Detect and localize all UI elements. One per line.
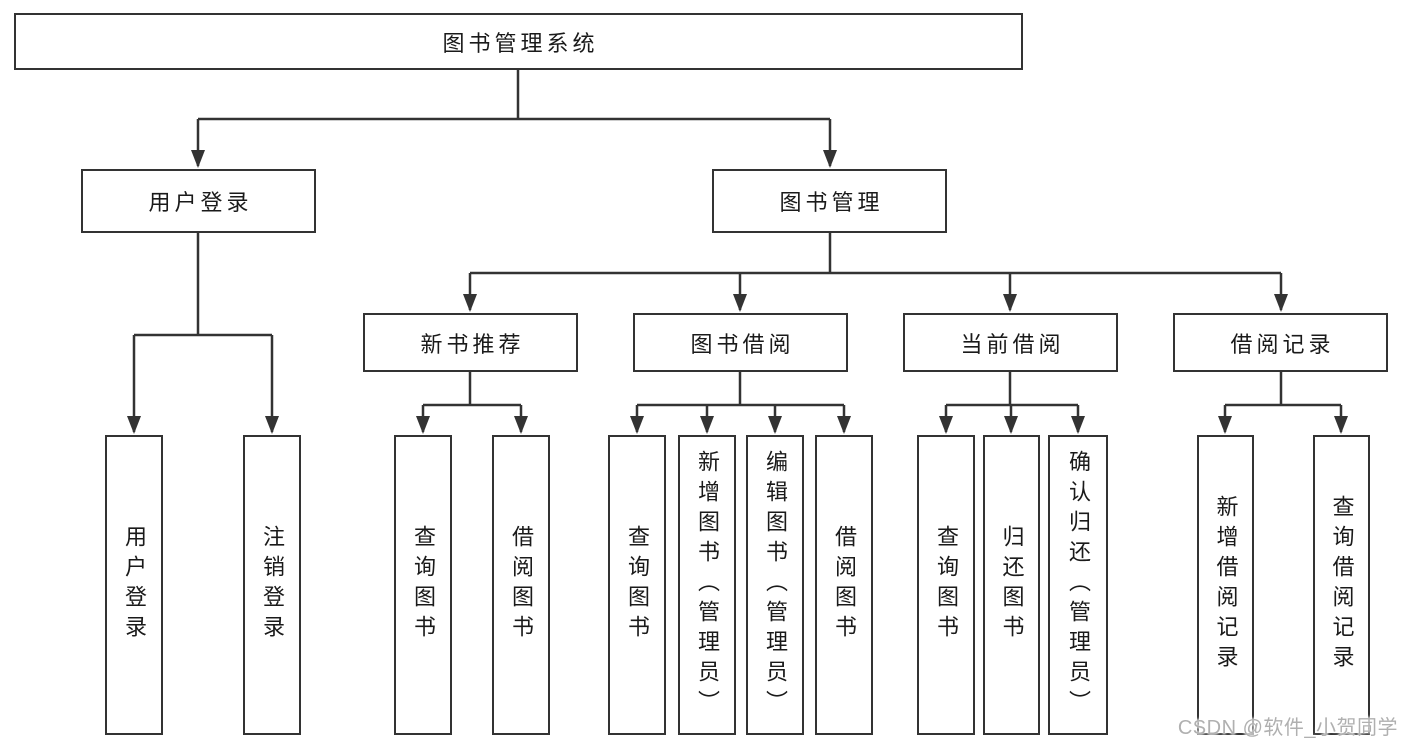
leaf-edit-book-admin-label: 编辑图书（管理员）	[763, 450, 788, 720]
node-new-book-recommend: 新书推荐	[363, 313, 578, 372]
leaf-borrow-books-recommend: 借阅图书	[492, 435, 550, 735]
leaf-query-borrow-record: 查询借阅记录	[1313, 435, 1370, 735]
leaf-user-login-label: 用户登录	[122, 525, 147, 645]
node-root: 图书管理系统	[14, 13, 1023, 70]
leaf-add-book-admin: 新增图书（管理员）	[678, 435, 736, 735]
leaf-add-borrow-record: 新增借阅记录	[1197, 435, 1254, 735]
node-borrow-records: 借阅记录	[1173, 313, 1388, 372]
leaf-edit-book-admin: 编辑图书（管理员）	[746, 435, 804, 735]
node-root-label: 图书管理系统	[442, 30, 599, 56]
leaf-logout: 注销登录	[243, 435, 301, 735]
leaf-query-books-borrow: 查询图书	[608, 435, 666, 735]
leaf-logout-label: 注销登录	[260, 525, 285, 645]
node-book-management: 图书管理	[712, 169, 947, 233]
leaf-user-login: 用户登录	[105, 435, 163, 735]
node-borrow-records-label: 借阅记录	[1230, 331, 1335, 357]
node-current-borrow: 当前借阅	[903, 313, 1118, 372]
leaf-query-books-recommend-label: 查询图书	[411, 525, 436, 645]
leaf-query-borrow-record-label: 查询借阅记录	[1329, 495, 1355, 675]
node-book-management-label: 图书管理	[779, 190, 884, 215]
leaf-borrow-books: 借阅图书	[815, 435, 873, 735]
leaf-borrow-books-label: 借阅图书	[832, 525, 857, 645]
leaf-return-book-label: 归还图书	[999, 525, 1025, 645]
node-new-book-recommend-label: 新书推荐	[420, 331, 525, 357]
leaf-return-book: 归还图书	[983, 435, 1040, 735]
leaf-add-book-admin-label: 新增图书（管理员）	[695, 450, 720, 720]
node-current-borrow-label: 当前借阅	[960, 331, 1065, 357]
node-book-borrow-label: 图书借阅	[690, 331, 795, 357]
node-user-login-label: 用户登录	[148, 190, 253, 215]
leaf-query-books-recommend: 查询图书	[394, 435, 452, 735]
leaf-borrow-books-recommend-label: 借阅图书	[509, 525, 534, 645]
node-book-borrow: 图书借阅	[633, 313, 848, 372]
leaf-add-borrow-record-label: 新增借阅记录	[1213, 495, 1239, 675]
csdn-watermark: CSDN @软件_小贺同学	[1177, 717, 1398, 739]
leaf-query-books-current-label: 查询图书	[934, 525, 959, 645]
node-user-login: 用户登录	[81, 169, 316, 233]
leaf-confirm-return-admin: 确认归还（管理员）	[1048, 435, 1108, 735]
leaf-confirm-return-admin-label: 确认归还（管理员）	[1066, 450, 1091, 720]
leaf-query-books-borrow-label: 查询图书	[625, 525, 650, 645]
leaf-query-books-current: 查询图书	[917, 435, 975, 735]
